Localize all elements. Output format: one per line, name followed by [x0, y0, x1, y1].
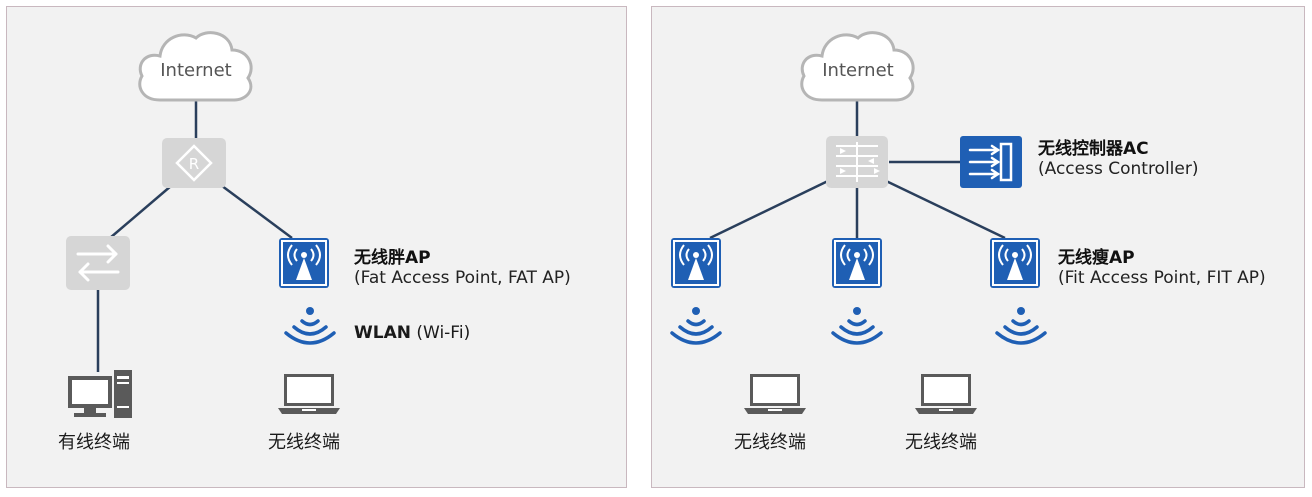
laptop-icon [278, 374, 340, 414]
wireless-terminal-label-1: 无线终端 [734, 432, 806, 453]
fit-ap-title: 无线瘦AP [1058, 248, 1135, 268]
svg-text:R: R [189, 155, 199, 173]
switch [66, 236, 130, 290]
access-controller-icon [968, 142, 1013, 182]
wifi-signal-icon [995, 307, 1047, 345]
fit-ap-3 [990, 238, 1040, 288]
cloud-icon [138, 31, 253, 102]
link-router-switch [109, 179, 179, 239]
desktop-pc-icon [68, 370, 132, 418]
fit-ap-subtitle: (Fit Access Point, FIT AP) [1058, 268, 1266, 288]
fat-ap [279, 238, 329, 288]
laptop-icon [744, 374, 806, 414]
cloud-label: Internet [160, 60, 232, 81]
router: R [162, 138, 226, 188]
wireless-terminal-label: 无线终端 [268, 432, 340, 453]
link-router-ap [213, 178, 293, 240]
link-coreswitch-ap1 [709, 178, 831, 240]
cloud-icon [800, 31, 915, 102]
fit-ap-2 [832, 238, 882, 288]
fit-ap-1 [671, 238, 721, 288]
ac-title: 无线控制器AC [1038, 139, 1149, 159]
router-icon: R [175, 144, 213, 182]
access-point-icon [992, 240, 1038, 286]
wlan-label: WLAN (Wi-Fi) [354, 323, 470, 343]
access-point-icon [673, 240, 719, 286]
wlan-subtitle: (Wi-Fi) [416, 323, 471, 343]
link-coreswitch-ap3 [883, 178, 1006, 240]
fat-ap-title: 无线胖AP [354, 248, 431, 268]
laptop-icon [915, 374, 977, 414]
wireless-terminal-label-2: 无线终端 [905, 432, 977, 453]
wlan-title: WLAN [354, 323, 411, 343]
access-point-icon [834, 240, 880, 286]
core-switch [826, 136, 888, 188]
wired-terminal-label: 有线终端 [58, 432, 130, 453]
wifi-signal-icon [284, 307, 336, 345]
fat-ap-subtitle: (Fat Access Point, FAT AP) [354, 268, 571, 288]
cloud-label: Internet [822, 60, 894, 81]
wifi-signal-icon [670, 307, 722, 345]
panel-fit-ap [651, 6, 1305, 488]
switch-icon [76, 244, 120, 282]
access-point-icon [281, 240, 327, 286]
core-switch-icon [836, 142, 880, 182]
wifi-signal-icon [831, 307, 883, 345]
ac-subtitle: (Access Controller) [1038, 159, 1199, 179]
access-controller [960, 136, 1022, 188]
